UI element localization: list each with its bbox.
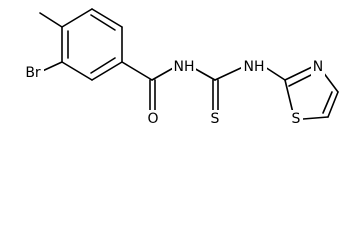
thiazole-s1-c2-bond: [284, 79, 294, 114]
thiazole-n3-c4-bond: [322, 71, 339, 93]
thiazole-nitrogen-label: N: [313, 59, 323, 75]
thiocarbonyl-sulfur-label: S: [211, 111, 220, 127]
thiazole-sulfur-label: S: [292, 111, 301, 127]
thiazole-ring: [284, 66, 339, 120]
thiazole-c5-s1-bond: [302, 116, 329, 120]
methyl-bond: [39, 12, 63, 28]
amide-nitrogen-label: NH: [174, 59, 195, 75]
bond-ring-inner-1: [90, 14, 116, 31]
thiazole-c4-c5-bond-1: [327, 91, 339, 118]
thioamide-cn-bond: [214, 66, 244, 81]
amide-cn-bond: [151, 66, 176, 81]
thiazole-c2-n3-bond-1: [284, 66, 313, 81]
thioamide-nitrogen-label: NH: [244, 59, 265, 75]
aryl-carbonyl-bond: [121, 61, 153, 81]
bond-ring-4: [91, 61, 123, 81]
benzene-ring: [61, 8, 123, 81]
molecule-structure: Br O NH NH S N S: [25, 8, 339, 127]
bromine-label: Br: [25, 65, 41, 81]
carbonyl-oxygen-label: O: [147, 111, 158, 127]
nh-thiazole-bond: [264, 66, 286, 81]
bond-ring-5: [61, 61, 93, 81]
bond-ring-inner-2: [90, 57, 116, 74]
thiazole-c2-n3-bond-2: [288, 73, 314, 87]
thiazole-c4-c5-bond-2: [322, 91, 333, 114]
structure-drawing: Br O NH NH S N S: [25, 8, 339, 127]
bond-ring-2: [91, 8, 123, 28]
bond-ring-1: [61, 8, 93, 28]
